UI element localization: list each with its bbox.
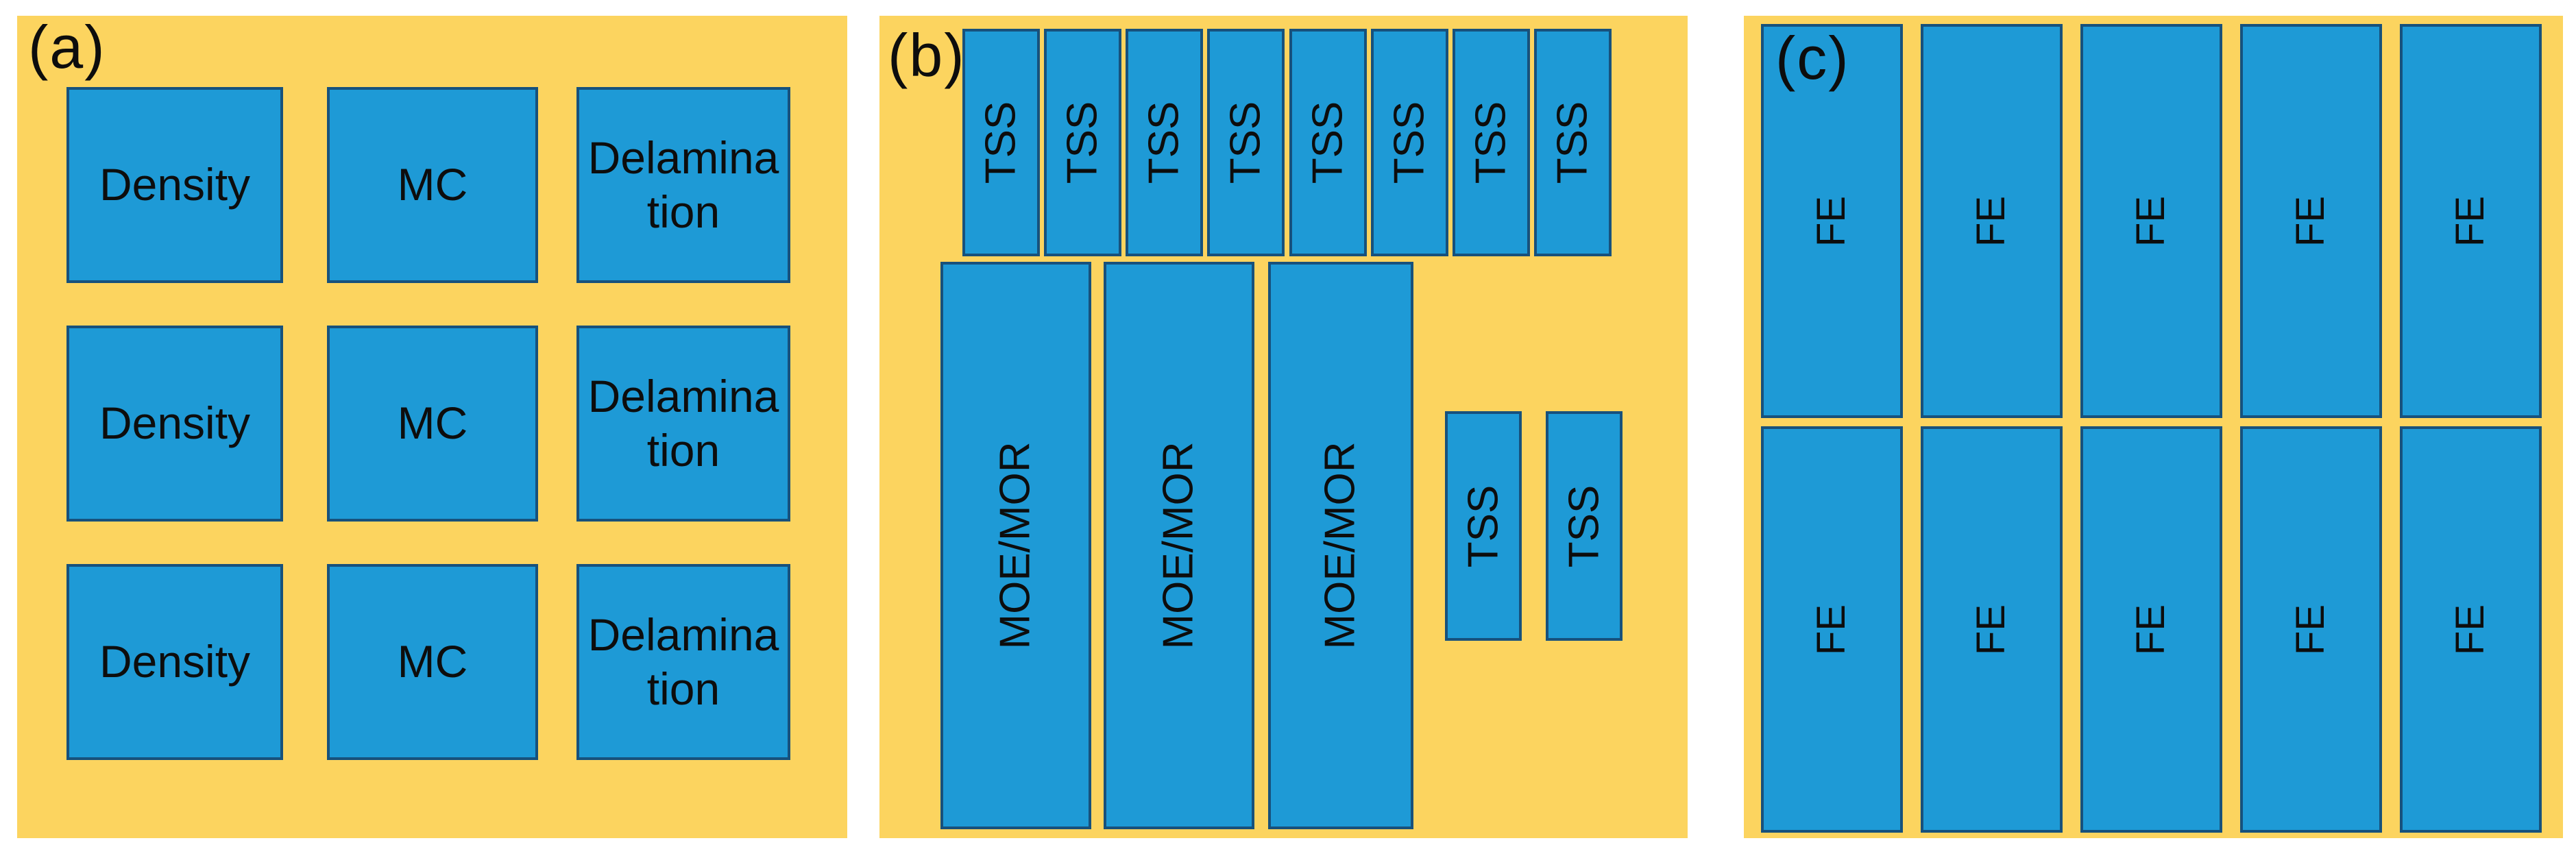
block-label: Density [99,636,251,687]
block-fe-r1-5: FE [2400,24,2542,418]
block-fe-r2-1: FE [1761,426,1903,833]
panel-a: (a) Density MC Delamina tion Density MC … [17,16,847,838]
block-fe-r2-5: FE [2400,426,2542,833]
block-mc-1: MC [327,87,538,283]
block-label: FE [1809,604,1854,655]
block-tss-top-4: TSS [1207,29,1285,256]
block-label: MOE/MOR [1317,441,1365,650]
block-tss-top-5: TSS [1289,29,1367,256]
block-moe-mor-3: MOE/MOR [1268,262,1413,829]
block-fe-r2-3: FE [2080,426,2222,833]
block-fe-r2-4: FE [2240,426,2382,833]
block-label: MOE/MOR [992,441,1040,650]
block-density-2: Density [66,326,283,522]
block-label: TSS [1058,101,1106,184]
block-fe-r1-4: FE [2240,24,2382,418]
block-tss-side-1: TSS [1445,411,1522,641]
block-fe-r2-2: FE [1921,426,2063,833]
block-label: TSS [1140,101,1188,184]
block-label: Delamina tion [587,132,779,237]
block-tss-top-7: TSS [1453,29,1530,256]
block-label: Delamina tion [587,609,779,714]
panel-c: (c) FE FE FE FE FE FE FE FE FE FE [1744,16,2563,838]
block-label: Delamina tion [587,370,779,476]
block-density-3: Density [66,564,283,760]
block-label: MOE/MOR [1155,441,1203,650]
block-moe-mor-2: MOE/MOR [1104,262,1254,829]
block-label: TSS [1222,101,1269,184]
block-tss-top-6: TSS [1371,29,1448,256]
block-label: FE [1809,195,1854,247]
block-delamination-3: Delamina tion [576,564,790,760]
block-tss-side-2: TSS [1546,411,1623,641]
block-label: FE [2128,195,2174,247]
block-label: FE [2448,604,2493,655]
block-label: MC [397,397,468,449]
block-tss-top-1: TSS [962,29,1040,256]
block-tss-top-3: TSS [1126,29,1203,256]
block-label: FE [2288,195,2333,247]
panel-a-label: (a) [28,13,106,81]
block-label: TSS [1459,485,1507,567]
block-density-1: Density [66,87,283,283]
block-label: TSS [1385,101,1433,184]
block-moe-mor-1: MOE/MOR [940,262,1091,829]
panel-c-label: (c) [1775,24,1850,92]
block-label: TSS [1560,485,1607,567]
block-label: Density [99,159,251,210]
block-delamination-1: Delamina tion [576,87,790,283]
block-label: FE [1969,604,2014,655]
block-label: Density [99,397,251,449]
block-fe-r1-3: FE [2080,24,2222,418]
block-label: TSS [1304,101,1352,184]
block-label: FE [2448,195,2493,247]
panel-b: (b) TSS TSS TSS TSS TSS TSS TSS TSS MOE/… [879,16,1688,838]
block-tss-top-8: TSS [1534,29,1612,256]
block-mc-2: MC [327,326,538,522]
panel-b-label: (b) [888,21,966,89]
block-label: MC [397,636,468,687]
block-label: TSS [1548,101,1596,184]
block-label: FE [1969,195,2014,247]
block-label: FE [2288,604,2333,655]
block-fe-r1-1: FE [1761,24,1903,418]
block-fe-r1-2: FE [1921,24,2063,418]
block-tss-top-2: TSS [1044,29,1121,256]
block-label: TSS [977,101,1025,184]
block-mc-3: MC [327,564,538,760]
block-label: TSS [1467,101,1515,184]
block-label: MC [397,159,468,210]
block-label: FE [2128,604,2174,655]
block-delamination-2: Delamina tion [576,326,790,522]
